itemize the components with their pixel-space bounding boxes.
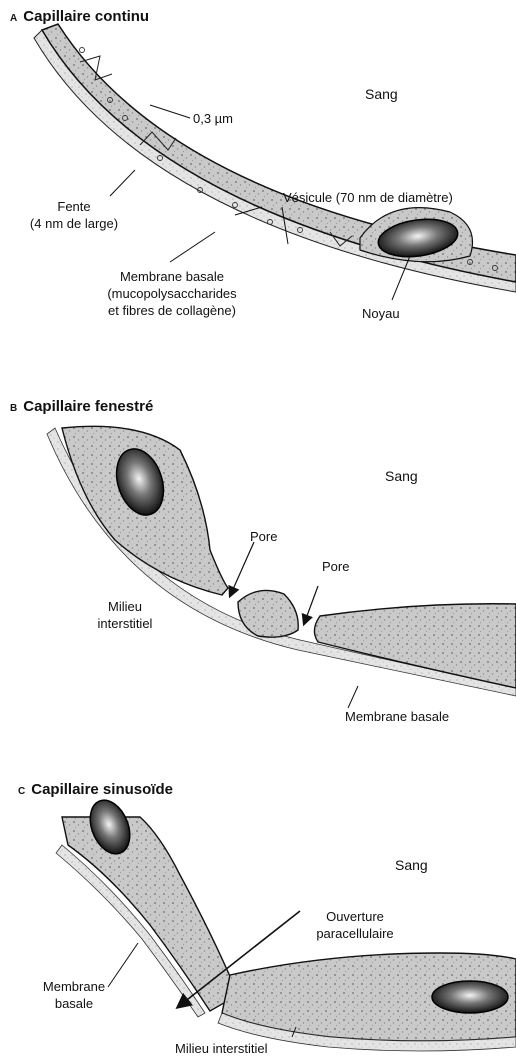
membrane-leader: [170, 232, 215, 262]
label-milieu-line1: Milieu: [108, 599, 142, 614]
label-membrane-line1: Membrane basale: [120, 269, 224, 284]
label-membrane-line2: basale: [55, 996, 93, 1011]
label-sang-b: Sang: [385, 468, 418, 485]
label-milieu-interstitiel-c: Milieu interstitiel: [175, 1040, 267, 1057]
label-vesicle: Vésicule (70 nm de diamètre): [283, 189, 453, 206]
label-fente-line2: (4 nm de large): [30, 216, 118, 231]
label-pore-left: Pore: [250, 528, 277, 545]
nucleus: [432, 981, 508, 1013]
label-membrane-line1: Membrane: [43, 979, 105, 994]
label-sang-c: Sang: [395, 857, 428, 874]
fenestrated-capillary-diagram: [0, 390, 516, 760]
pore-arrow-left: [230, 542, 254, 596]
sinusoid-capillary-diagram: [0, 775, 516, 1061]
label-fente-line1: Fente: [57, 199, 90, 214]
label-membrane-basale-b: Membrane basale: [345, 708, 449, 725]
thickness-leader: [150, 105, 190, 118]
label-membrane-basale-a: Membrane basale (mucopolysaccharides et …: [82, 268, 262, 319]
membrane-leader: [348, 686, 358, 708]
label-milieu-line2: interstitiel: [98, 616, 153, 631]
endothelial-cell-right: [314, 604, 516, 688]
label-sang-a: Sang: [365, 86, 398, 103]
fente-leader: [110, 170, 135, 196]
label-pore-right: Pore: [322, 558, 349, 575]
label-noyau: Noyau: [362, 305, 400, 322]
label-milieu-interstitiel-b: Milieu interstitiel: [70, 598, 180, 632]
label-fente: Fente (4 nm de large): [14, 198, 134, 232]
pore-arrow-right: [304, 586, 318, 624]
label-ouverture-line2: paracellulaire: [316, 926, 393, 941]
label-membrane-line2: (mucopolysaccharides: [107, 286, 236, 301]
label-membrane-line3: et fibres de collagène): [108, 303, 236, 318]
label-thickness: 0,3 µm: [193, 110, 233, 127]
label-membrane-basale-c: Membrane basale: [24, 978, 124, 1012]
label-ouverture-paracellulaire: Ouverture paracellulaire: [290, 908, 420, 942]
label-ouverture-line1: Ouverture: [326, 909, 384, 924]
